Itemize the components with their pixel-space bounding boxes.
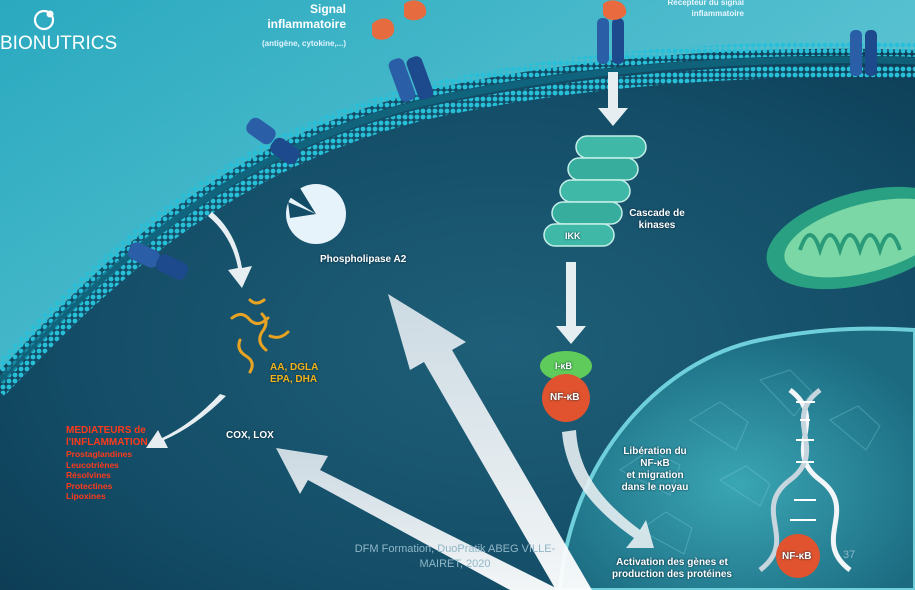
- mediators-block: MEDIATEURS de l'INFLAMMATION Prostagland…: [66, 425, 148, 502]
- ikk-kinase-cascade-icon: [543, 135, 647, 247]
- receptor-label-line1: Récepteur du signal: [667, 0, 744, 7]
- page-number: 37: [843, 549, 856, 561]
- liberation-line2: NF-κB: [640, 458, 670, 469]
- cell-membrane-inner: [0, 65, 915, 397]
- big-arrow-to-cox-lox: [276, 448, 560, 590]
- signal-subtitle: (antigène, cytokine,...): [261, 39, 346, 48]
- cascade-down-arrow: [556, 262, 586, 344]
- membrane-core: [0, 56, 915, 384]
- bionutrics-logo-icon: [33, 9, 55, 31]
- liberation-line4: dans le noyau: [621, 482, 689, 493]
- mediator-item: Prostaglandines: [66, 449, 133, 459]
- mediator-item: Leucotriènes: [66, 459, 119, 470]
- signal-molecule-icon: [372, 18, 395, 40]
- ikk-label: IKK: [565, 231, 581, 241]
- pathway-arrows: [146, 72, 628, 448]
- mediator-item: Protectines: [66, 480, 113, 491]
- pla2-arrow: [208, 212, 252, 288]
- mediator-item: Lipoxines: [66, 491, 106, 501]
- activation-line1: Activation des gènes et: [616, 557, 728, 568]
- ikb-protein: [540, 351, 592, 381]
- cox-lox-label: COX, LOX: [226, 430, 274, 441]
- mediators-title-line2: l'INFLAMMATION: [66, 437, 148, 448]
- liberation-label: Libération du NF-κB et migration dans le…: [618, 446, 692, 494]
- fatty-acids-label: AA, DGLA EPA, DHA: [270, 362, 318, 386]
- fatty-acids-line2: EPA, DHA: [270, 374, 318, 385]
- activation-line2: production des protéines: [611, 569, 732, 580]
- nfkb-nucleus-protein: [776, 534, 820, 578]
- ikb-label: I-κB: [555, 361, 573, 371]
- signal-title: Signal inflammatoire: [262, 2, 346, 32]
- signal-title-line2: inflammatoire: [267, 17, 346, 31]
- nfkb-migration-arrow: [562, 430, 654, 548]
- nfkb-label: NF-κB: [550, 392, 580, 403]
- cascade-label: Cascade de kinases: [626, 208, 688, 232]
- phospholipase-a2-icon: [286, 184, 346, 244]
- receptor-down-arrow: [598, 72, 628, 126]
- nfkb-nucleus-label: NF-κB: [782, 551, 812, 562]
- footer-line2: MAIRET, 2020: [419, 558, 491, 570]
- nucleus-texture: [619, 369, 881, 555]
- dna-helix-icon: [758, 388, 852, 572]
- inflammatory-receptor-icon: [597, 0, 627, 64]
- receptor-label: Récepteur du signal inflammatoire: [644, 0, 744, 19]
- mediators-title-line1: MEDIATEURS de: [66, 425, 146, 436]
- mediator-arrow: [146, 394, 226, 448]
- membrane-receptor-icon: [127, 242, 189, 280]
- cascade-label-line1: Cascade de: [629, 208, 685, 219]
- membrane-receptor-icon: [850, 30, 877, 76]
- big-arrow-to-phospholipase: [388, 294, 592, 590]
- nfkb-protein: [542, 374, 590, 422]
- cascade-label-line2: kinases: [638, 220, 676, 231]
- fatty-acids-line1: AA, DGLA: [270, 362, 319, 373]
- mediator-item: Résolvines: [66, 470, 111, 480]
- phospholipase-label: Phospholipase A2: [320, 254, 407, 265]
- mitochondrion-icon: [766, 186, 915, 290]
- footer-credit: DFM Formation, DuoPratik ABEG VILLE- MAI…: [320, 542, 590, 572]
- liberation-line1: Libération du: [623, 446, 687, 457]
- brand-logo-text: BIONUTRICS: [0, 33, 118, 54]
- footer-line1: DFM Formation, DuoPratik ABEG VILLE-: [354, 543, 556, 555]
- liberation-line3: et migration: [626, 470, 684, 481]
- receptor-label-line2: inflammatoire: [691, 9, 744, 18]
- membrane-receptor-icon: [246, 117, 300, 165]
- signal-title-line1: Signal: [309, 2, 346, 16]
- membrane-receptor-icon: [388, 56, 434, 102]
- activation-label: Activation des gènes et production des p…: [602, 557, 742, 581]
- fatty-acids-icon: [230, 298, 290, 374]
- signal-molecule-icon: [404, 0, 427, 21]
